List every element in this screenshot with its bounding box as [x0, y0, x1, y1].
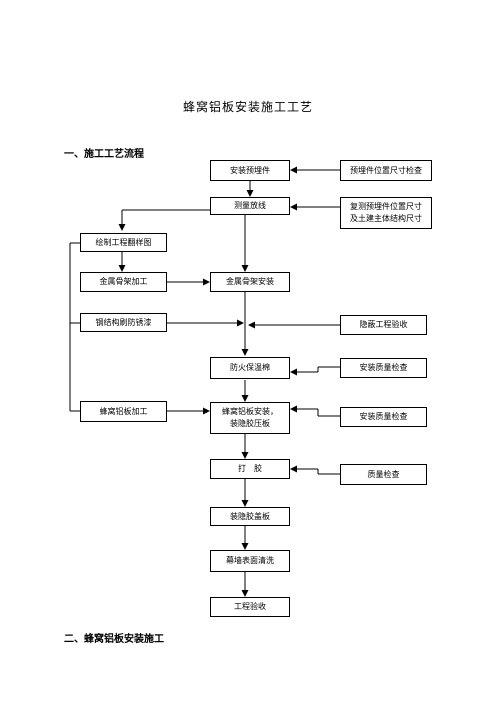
check-install-quality-2-label: 安装质量检查 — [359, 412, 408, 421]
step-frame-processing-label: 金属骨架加工 — [99, 277, 148, 286]
document-title: 蜂窝铝板安装施工工艺 — [182, 100, 313, 114]
check-hidden-works-label: 隐蔽工程验收 — [359, 320, 408, 329]
step-glue-label: 打 胶 — [238, 464, 262, 473]
step-drawing-label: 绘制工程翻样图 — [95, 237, 152, 247]
step-honeycomb-install: 蜂窝铝板安装， 装隐胶压板 — [210, 402, 290, 434]
step-metal-frame-install-label: 金属骨架安装 — [226, 277, 274, 286]
section-heading-installation: 二、蜂窝铝板安装施工 — [64, 634, 164, 645]
step-cover-plate-label: 装隐胶盖板 — [230, 511, 270, 521]
step-anticorrosion: 钢结构刷防锈漆 — [80, 313, 167, 332]
step-acceptance-label: 工程验收 — [234, 602, 266, 611]
step-anticorrosion-label: 钢结构刷防锈漆 — [95, 317, 152, 327]
check-recheck-line2: 及土建主体结构尺寸 — [350, 214, 422, 223]
check-install-quality-1: 安装质量检查 — [340, 358, 427, 378]
step-surface-cleaning-label: 幕墙表面清洗 — [226, 556, 274, 565]
step-honeycomb-processing: 蜂窝铝板加工 — [80, 401, 167, 422]
check-recheck-line1: 复测预埋件位置尺寸 — [350, 202, 422, 211]
check-embedded-position-label: 预埋件位置尺寸检查 — [350, 165, 422, 175]
step-fire-insulation: 防火保温棉 — [210, 357, 290, 379]
step-cover-plate: 装隐胶盖板 — [210, 507, 290, 526]
step-install-embedded-label: 安装预埋件 — [230, 165, 270, 175]
step-honeycomb-install-line1: 蜂窝铝板安装， — [222, 407, 278, 416]
step-honeycomb-install-line2: 装隐胶压板 — [230, 419, 270, 428]
step-surface-cleaning: 幕墙表面清洗 — [210, 550, 290, 572]
step-frame-processing: 金属骨架加工 — [80, 272, 167, 292]
step-drawing: 绘制工程翻样图 — [80, 233, 167, 252]
check-quality: 质量检查 — [340, 464, 427, 485]
step-install-embedded: 安装预埋件 — [210, 160, 290, 181]
check-install-quality-1-label: 安装质量检查 — [359, 363, 408, 372]
step-metal-frame-install: 金属骨架安装 — [210, 272, 290, 292]
step-acceptance: 工程验收 — [210, 597, 290, 617]
step-fire-insulation-label: 防火保温棉 — [230, 363, 270, 372]
check-recheck-structure: 复测预埋件位置尺寸 及土建主体结构尺寸 — [340, 197, 432, 229]
check-embedded-position: 预埋件位置尺寸检查 — [340, 160, 432, 181]
check-quality-label: 质量检查 — [367, 469, 400, 479]
check-install-quality-2: 安装质量检查 — [340, 407, 427, 427]
step-honeycomb-processing-label: 蜂窝铝板加工 — [99, 406, 148, 416]
step-glue: 打 胶 — [210, 459, 290, 479]
section-heading-process: 一、施工工艺流程 — [64, 149, 144, 160]
step-survey-layout: 测量放线 — [210, 197, 290, 215]
step-survey-layout-label: 测量放线 — [234, 201, 266, 210]
check-hidden-works: 隐蔽工程验收 — [340, 315, 427, 335]
